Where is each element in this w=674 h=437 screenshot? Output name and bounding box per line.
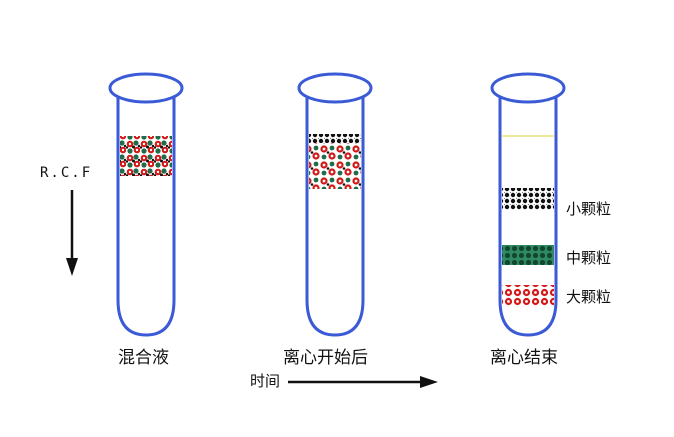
- band-label-small: 小颗粒: [566, 200, 612, 218]
- tube-during-centrifugation: [297, 72, 373, 337]
- separating-small-layer: [309, 134, 361, 143]
- mixed-particle-band: [120, 136, 172, 176]
- tube-label-during: 离心开始后: [283, 348, 368, 368]
- small-particle-band: [502, 188, 554, 210]
- rcf-label: R.C.F: [40, 165, 93, 181]
- rcf-arrow: [66, 190, 78, 276]
- separating-mixed-band: [309, 143, 361, 189]
- tube-label-mixture: 混合液: [118, 348, 169, 368]
- tube-mixture: [108, 72, 184, 337]
- tube-rim-1: [108, 72, 184, 104]
- time-arrow: [288, 376, 438, 388]
- tube-body-2: [305, 95, 365, 337]
- tube-label-after: 离心结束: [490, 348, 558, 368]
- time-label: 时间: [250, 372, 281, 390]
- tube-rim-3: [490, 72, 566, 104]
- tube-after-centrifugation: [490, 72, 566, 337]
- tube-body-3: [498, 95, 558, 337]
- tube-body-1: [116, 95, 176, 337]
- band-label-large: 大颗粒: [566, 288, 612, 306]
- tube-rim-2: [297, 72, 373, 104]
- band-label-medium: 中颗粒: [566, 249, 612, 267]
- medium-particle-band: [502, 245, 554, 265]
- large-particle-band: [502, 285, 554, 307]
